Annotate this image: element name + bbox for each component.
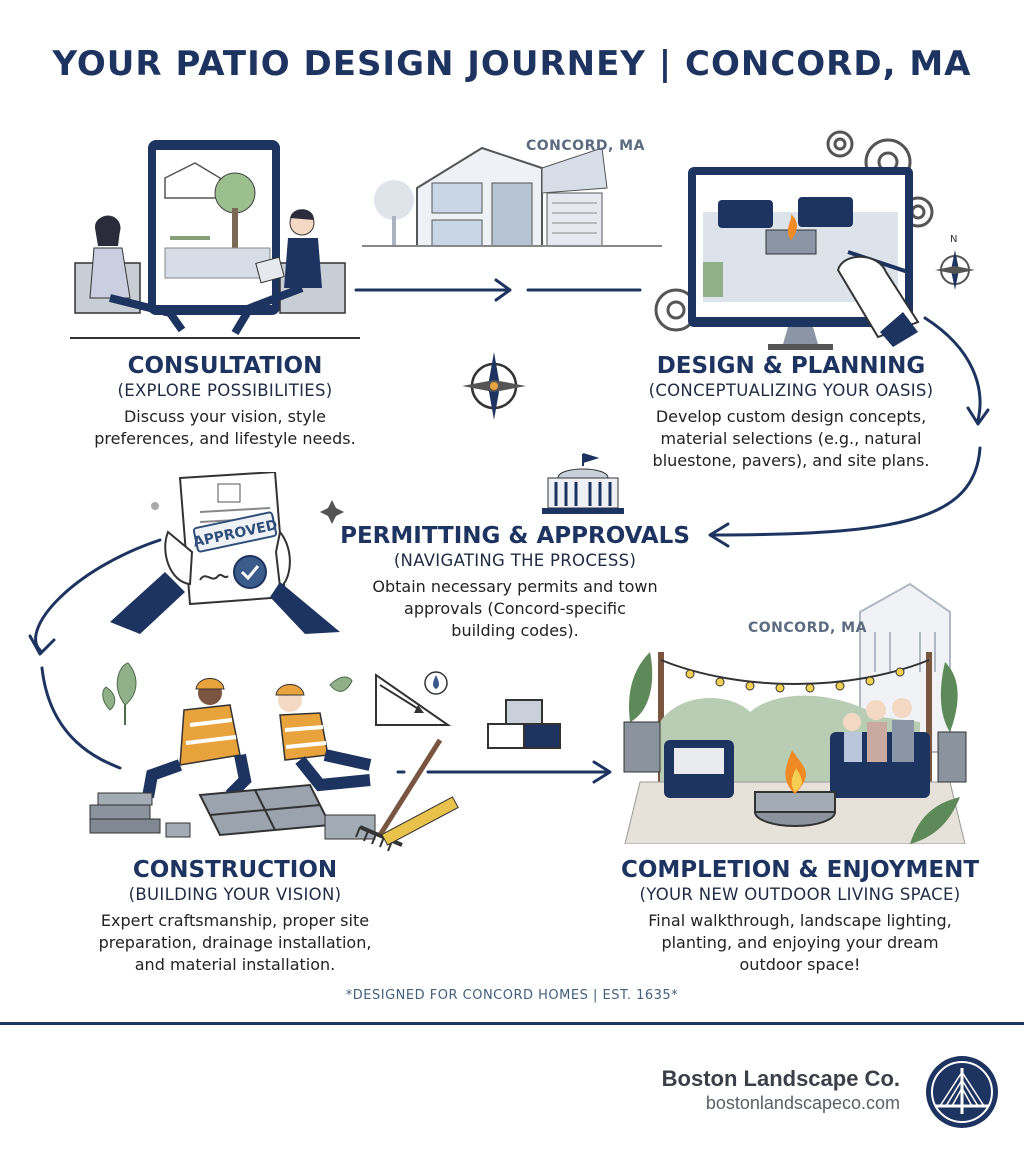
company-name: Boston Landscape Co. [661,1066,900,1091]
step-design-planning: DESIGN & PLANNING (CONCEPTUALIZING YOUR … [606,352,976,472]
design-illustration [654,130,934,350]
step-subtitle: (NAVIGATING THE PROCESS) [393,551,637,570]
step-construction: CONSTRUCTION (BUILDING YOUR VISION) Expe… [60,856,410,976]
step-completion: COMPLETION & ENJOYMENT (YOUR NEW OUTDOOR… [600,856,1000,976]
completion-location-tag: CONCORD, MA [748,620,867,636]
step-subtitle: (BUILDING YOUR VISION) [128,885,342,904]
step-permitting: PERMITTING & APPROVALS (NAVIGATING THE P… [330,522,700,642]
step-description: Obtain necessary permits and town approv… [372,577,658,640]
step-title: CONSTRUCTION [132,857,338,883]
step-subtitle: (EXPLORE POSSIBILITIES) [117,381,333,400]
arrow-to-construction [28,538,162,656]
consultation-illustration [70,140,360,339]
completion-illustration [623,582,967,844]
arrow-to-permitting [708,446,982,548]
step-title: CONSULTATION [127,353,323,379]
footer-divider [0,1022,1024,1025]
arrow-construction-to-completion [396,760,612,784]
step-subtitle: (CONCEPTUALIZING YOUR OASIS) [648,381,934,400]
compass-icon [462,352,526,420]
step-title: DESIGN & PLANNING [656,353,926,379]
construction-illustration [89,662,459,852]
page-title: YOUR PATIO DESIGN JOURNEY | CONCORD, MA [52,44,972,84]
permit-illustration: APPROVED [110,472,344,634]
step-title: COMPLETION & ENJOYMENT [620,857,980,883]
house-illustration [362,146,662,247]
svg-text:N: N [950,234,957,245]
arrow-design-curve [923,316,990,426]
step-subtitle: (YOUR NEW OUTDOOR LIVING SPACE) [639,885,961,904]
company-url[interactable]: bostonlandscapeco.com [705,1093,900,1113]
compass-icon: N [935,234,975,290]
step-title: PERMITTING & APPROVALS [340,523,690,549]
bridge-logo-icon [926,1056,998,1128]
company-info: Boston Landscape Co. bostonlandscapeco.c… [662,1066,900,1114]
house-location-tag: CONCORD, MA [526,138,645,154]
step-description: Discuss your vision, style preferences, … [94,407,356,448]
flow-arrows [28,278,990,784]
step-consultation: CONSULTATION (EXPLORE POSSIBILITIES) Dis… [60,352,390,450]
government-building-icon [542,453,624,514]
blocks-icon [487,699,561,749]
step-description: Expert craftsmanship, proper site prepar… [98,911,372,974]
step-description: Develop custom design concepts, material… [652,407,930,470]
arrow-consultation-to-design [354,278,642,302]
step-description: Final walkthrough, landscape lighting, p… [648,911,952,974]
footnote: *DESIGNED FOR CONCORD HOMES | EST. 1635* [345,988,679,1003]
